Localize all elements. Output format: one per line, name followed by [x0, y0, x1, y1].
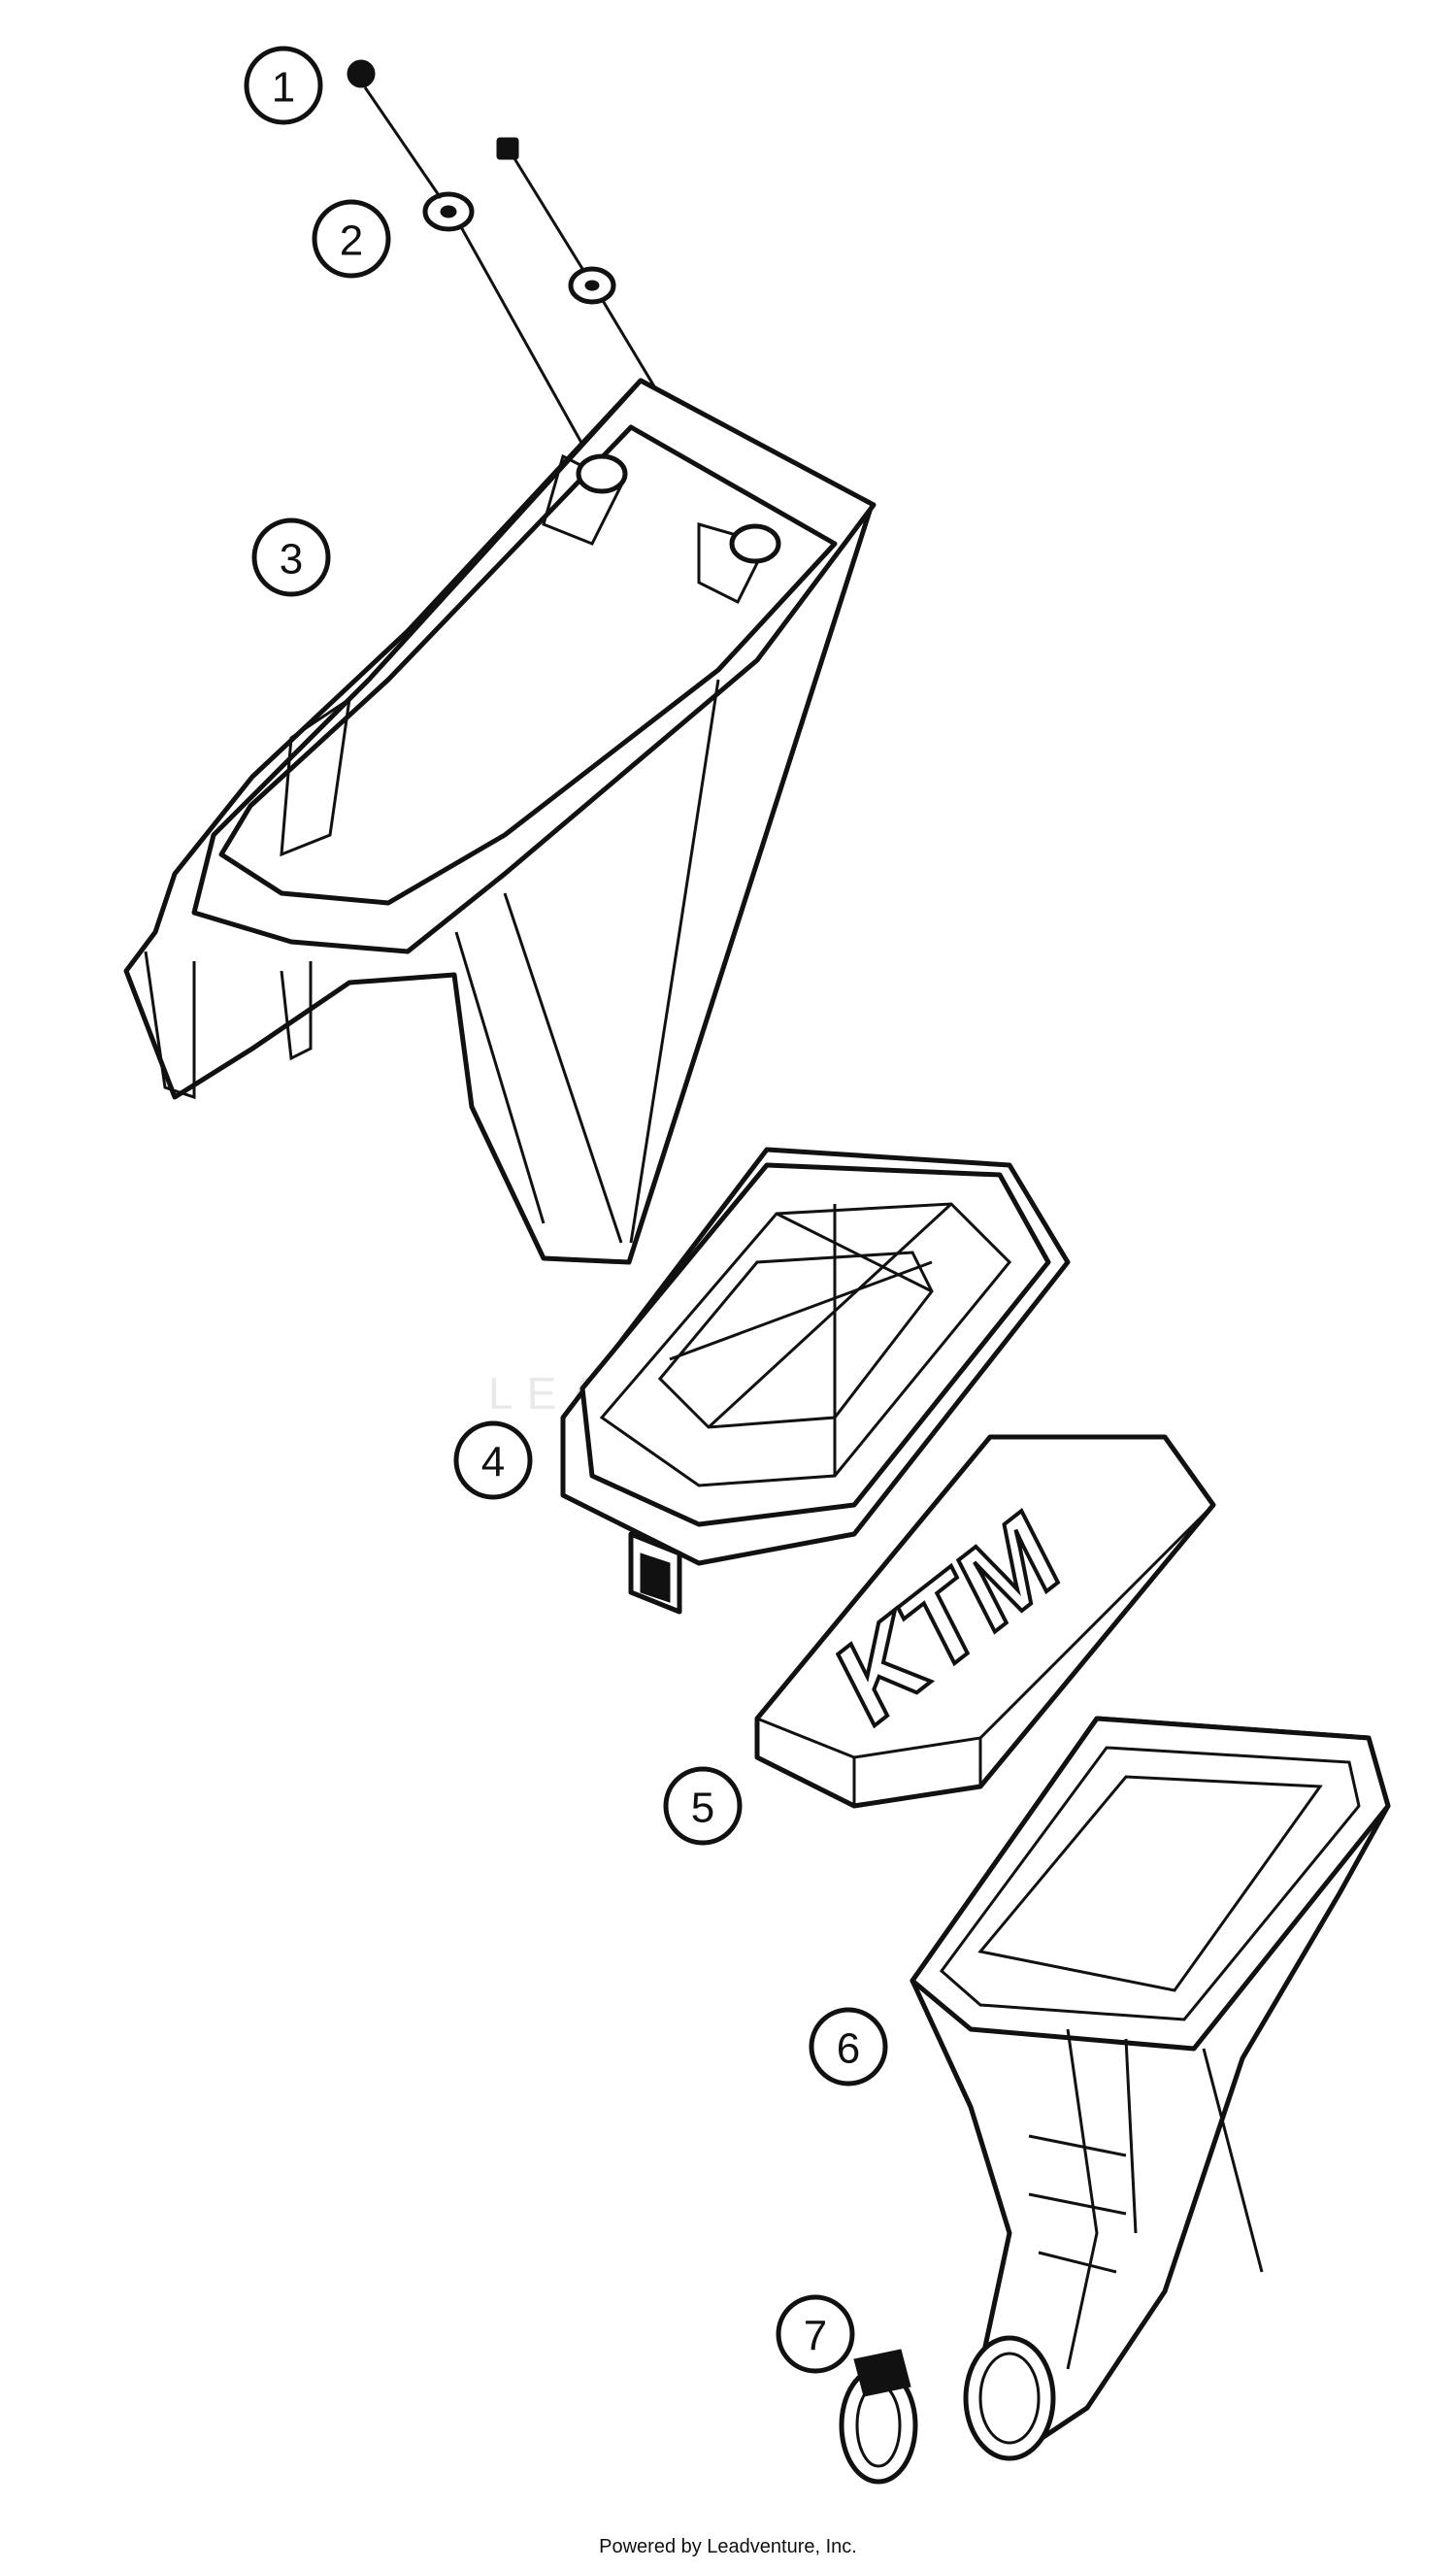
part-air-filter-box [123, 378, 877, 1265]
callout-1: 1 [244, 46, 323, 125]
callout-number: 6 [837, 2025, 860, 2073]
part-screw [347, 59, 519, 160]
part-intake-boot [910, 1716, 1391, 2461]
callout-number: 5 [691, 1785, 714, 1832]
callout-number: 3 [280, 536, 303, 584]
callout-7: 7 [776, 2294, 855, 2374]
part-hose-clamp [839, 2349, 918, 2485]
part-air-filter: KTM [754, 1434, 1216, 1809]
callout-6: 6 [809, 2007, 888, 2087]
part-filter-cage [560, 1147, 1071, 1615]
callout-number: 7 [804, 2313, 827, 2360]
callout-number: 4 [481, 1439, 505, 1486]
footer-credit: Powered by Leadventure, Inc. [599, 2536, 857, 2557]
callout-4: 4 [453, 1420, 533, 1500]
callout-5: 5 [663, 1766, 743, 1846]
part-washer [422, 191, 616, 305]
callout-number: 2 [340, 217, 363, 265]
callout-3: 3 [251, 518, 331, 597]
callout-2: 2 [312, 199, 391, 279]
callout-number: 1 [272, 64, 295, 112]
